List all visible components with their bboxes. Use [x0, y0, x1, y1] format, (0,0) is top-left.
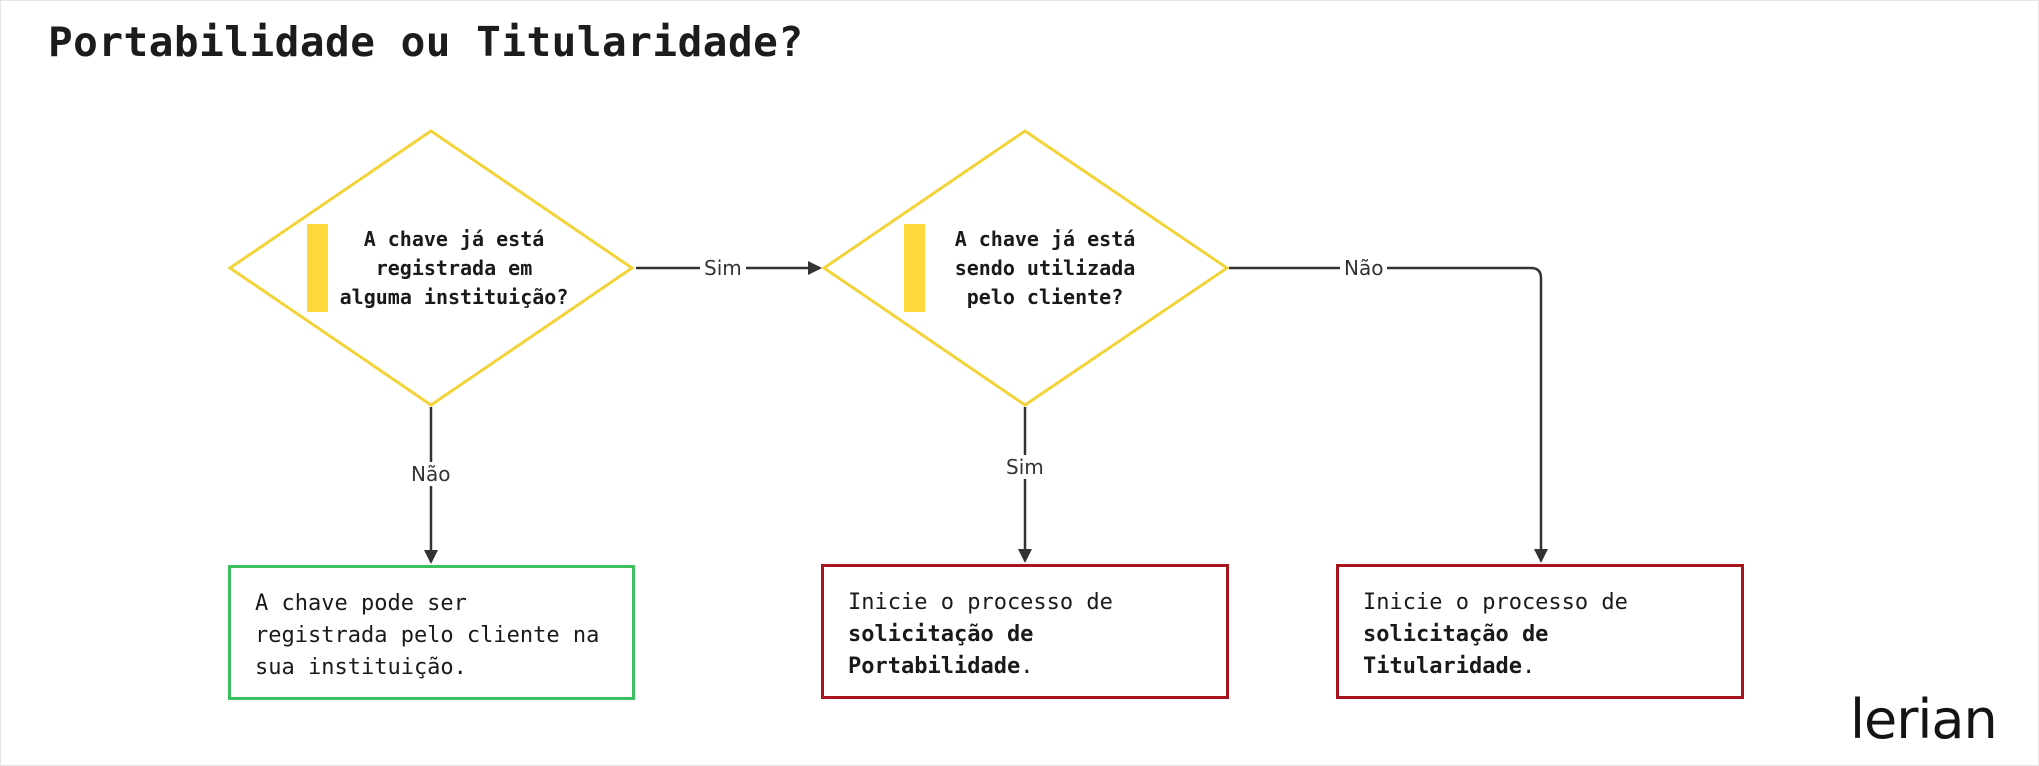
connector-label-sim: Sim	[1002, 455, 1048, 479]
outcome-box-registrar: A chave pode ser registrada pelo cliente…	[228, 565, 635, 700]
decision-accent-bar-2	[904, 224, 925, 312]
outcome-text-bold: solicitação de Portabilidade	[848, 622, 1034, 679]
connector-label-nao: Não	[407, 462, 455, 486]
outcome-text-prefix: Inicie o processo de	[1363, 590, 1628, 615]
outcome-box-titularidade: Inicie o processo de solicitação de Titu…	[1336, 564, 1744, 699]
brand-logo: lerian	[1850, 688, 1998, 751]
decision-accent-bar-1	[307, 224, 328, 312]
decision-diamond-1	[227, 129, 635, 407]
outcome-text-prefix: Inicie o processo de	[848, 590, 1113, 615]
page-title: Portabilidade ou Titularidade?	[48, 18, 804, 66]
outcome-text-suffix: .	[1020, 654, 1034, 679]
outcome-box-portabilidade: Inicie o processo de solicitação de Port…	[821, 564, 1229, 699]
decision-diamond-2	[821, 129, 1230, 407]
connector-d2-right	[1229, 266, 1548, 563]
connector-label-nao: Não	[1340, 256, 1388, 280]
connector-label-sim: Sim	[700, 256, 746, 280]
outcome-text-bold: solicitação de Titularidade	[1363, 622, 1549, 679]
outcome-text: A chave pode ser registrada pelo cliente…	[255, 591, 600, 680]
decision-text-2: A chave já está sendo utilizada pelo cli…	[954, 227, 1136, 309]
decision-text-1: A chave já está registrada em alguma ins…	[339, 227, 569, 309]
outcome-text-suffix: .	[1521, 654, 1536, 679]
